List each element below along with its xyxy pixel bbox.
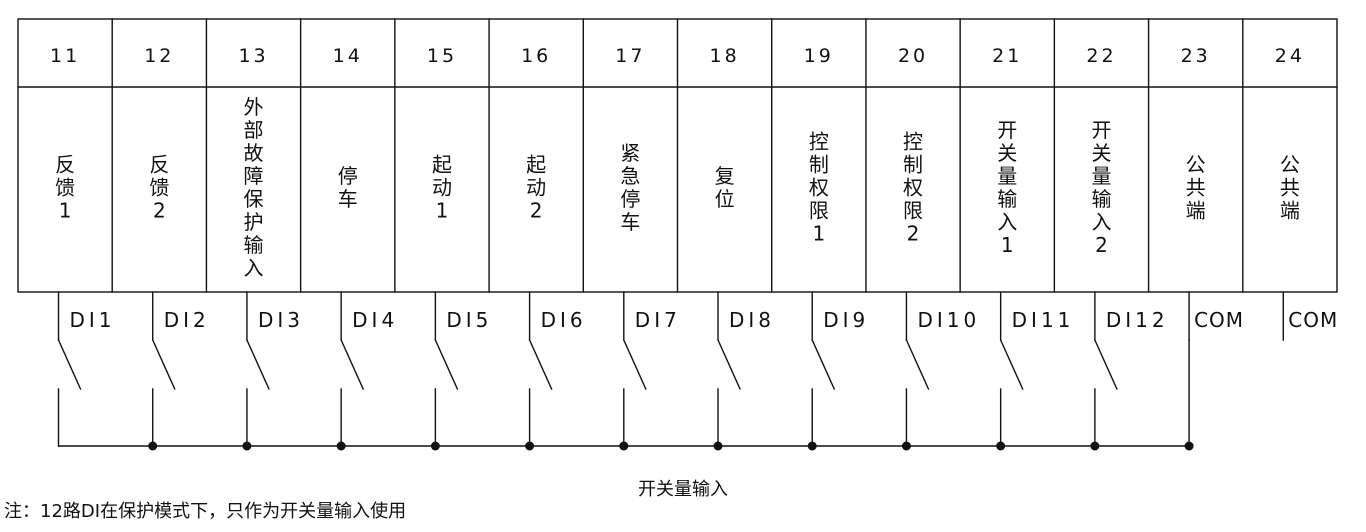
terminal-function-label: 停车 (338, 164, 358, 211)
junction-dot (996, 441, 1006, 451)
switch-contact (717, 339, 741, 390)
junction-dot (430, 441, 440, 451)
signal-label: DI9 (823, 308, 869, 332)
terminal-number: 24 (1275, 45, 1305, 67)
terminal-number: 19 (804, 45, 834, 67)
terminal-number: 22 (1086, 45, 1116, 67)
terminal-number: 12 (144, 45, 174, 67)
junction-dot (525, 441, 535, 451)
signal-label: DI3 (258, 308, 304, 332)
terminal-number: 17 (615, 45, 645, 67)
bus-label: 开关量输入 (638, 479, 728, 500)
signal-label: DI4 (352, 308, 398, 332)
switch-contact (151, 339, 176, 390)
signal-label: DI2 (164, 308, 210, 332)
junction-dot (148, 441, 158, 451)
junction-dot (1090, 441, 1100, 451)
junction-dot (242, 441, 252, 451)
terminal-number: 23 (1181, 45, 1211, 67)
switch-contact (1093, 339, 1118, 390)
switch-contact (811, 339, 836, 390)
switch-contact (905, 339, 930, 390)
switch-contact (340, 339, 365, 390)
terminal-number: 20 (898, 45, 928, 67)
switch-contact (57, 339, 82, 390)
signal-label: DI8 (729, 308, 775, 332)
signal-label: DI6 (541, 308, 587, 332)
terminal-function-label: 紧急停车 (620, 141, 640, 234)
junction-dot (713, 441, 723, 451)
terminal-number: 14 (333, 45, 363, 67)
terminal-number: 15 (427, 45, 457, 67)
signal-label: DI10 (917, 308, 980, 332)
signal-label: DI5 (446, 308, 492, 332)
switch-contact (528, 339, 553, 390)
terminal-number: 13 (238, 45, 268, 67)
footer-note: 注：12路DI在保护模式下，只作为开关量输入使用 (4, 501, 407, 522)
terminal-function-label: 公共端 (1186, 153, 1206, 223)
switch-contact (999, 339, 1024, 390)
signal-label: COM (1194, 308, 1244, 332)
terminal-function-label: 复位 (715, 164, 735, 211)
junction-dot (1184, 441, 1194, 451)
signal-label: DI12 (1106, 308, 1169, 332)
signal-label: COM (1288, 308, 1338, 332)
signal-label: DI1 (70, 308, 116, 332)
terminal-number: 21 (992, 45, 1022, 67)
junction-dot (807, 441, 817, 451)
terminal-number: 16 (521, 45, 551, 67)
terminal-function-label: 外部故障保护输入 (244, 95, 264, 280)
terminal-number: 11 (50, 45, 80, 67)
terminal-function-label: 公共端 (1280, 153, 1300, 223)
switch-contact (434, 339, 459, 390)
junction-dot (336, 441, 346, 451)
signal-label: DI7 (635, 308, 681, 332)
switch-contact (246, 339, 270, 390)
switch-contact (622, 339, 647, 390)
terminal-number: 18 (710, 45, 740, 67)
signal-label: DI11 (1012, 308, 1075, 332)
junction-dot (901, 441, 911, 451)
junction-dot (619, 441, 629, 451)
